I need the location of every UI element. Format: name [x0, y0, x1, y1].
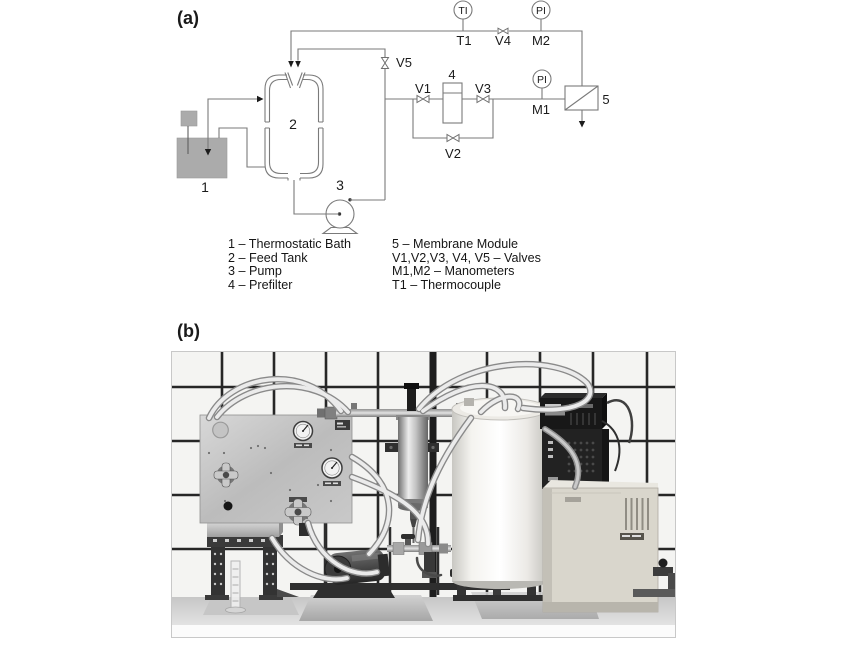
bench-rail	[290, 583, 510, 590]
bath-piping	[207, 98, 265, 168]
angle-iron-stand	[205, 535, 299, 600]
bench-clamp	[633, 558, 676, 597]
flow-arrow	[288, 61, 294, 68]
legend-item-2: 2 – Feed Tank	[228, 250, 308, 265]
label-m2: M2	[532, 33, 550, 48]
label-3: 3	[336, 177, 344, 193]
legend-column-right: 5 – Membrane Module V1,V2,V3, V4, V5 – V…	[392, 237, 541, 293]
apparatus-photo	[171, 351, 676, 638]
white-tank	[450, 397, 552, 601]
tank-funnel	[284, 72, 306, 89]
flow-arrow	[578, 121, 586, 128]
label-v2: V2	[445, 146, 461, 161]
legend-item-valves: V1,V2,V3, V4, V5 – Valves	[392, 250, 541, 265]
valve-v3	[476, 94, 490, 104]
valve-handwheel	[213, 462, 239, 488]
thermostatic-bath	[176, 110, 228, 179]
metal-floor-plate	[299, 595, 433, 621]
pressure-indicator-m2	[531, 0, 551, 20]
process-piping	[290, 19, 583, 215]
label-t1: T1	[456, 33, 471, 48]
panel-hole	[212, 421, 229, 439]
valves	[380, 27, 509, 143]
label-2: 2	[289, 116, 297, 132]
housing-body	[398, 417, 428, 501]
pi-bubble-text: PI	[536, 5, 546, 17]
label-5: 5	[602, 92, 609, 107]
instruments: TI PI PI	[453, 0, 552, 89]
black-knob	[223, 501, 233, 511]
flow-arrow	[295, 61, 301, 68]
diagram-labels: T1 V4 M2 M1 V5 V1 V3 V2 4 5 2 1 3	[201, 33, 610, 195]
valve-v2	[446, 133, 460, 143]
valve-v4	[497, 27, 509, 35]
feed-tank	[264, 72, 324, 181]
pressure-indicator-m1	[532, 69, 552, 89]
photo-border	[171, 351, 676, 638]
flow-arrow	[257, 95, 264, 103]
tubing	[205, 360, 594, 583]
label-1: 1	[201, 179, 209, 195]
legend-column-left: 1 – Thermostatic Bath 2 – Feed Tank 3 – …	[228, 237, 351, 293]
label-m1: M1	[532, 102, 550, 117]
stand-base-plate	[203, 598, 299, 615]
valve-v5	[380, 57, 390, 69]
label-v3: V3	[475, 81, 491, 96]
control-panel	[199, 414, 353, 536]
flow-arrow	[204, 149, 212, 156]
legend-item-5: 5 – Membrane Module	[392, 237, 519, 251]
membrane-module	[564, 85, 599, 111]
legend-item-1: 1 – Thermostatic Bath	[228, 237, 351, 251]
panel-screws	[207, 444, 333, 520]
label-4: 4	[448, 67, 455, 82]
label-v4: V4	[495, 33, 511, 48]
thermometer-indicator	[453, 0, 473, 20]
panel-port	[299, 523, 309, 536]
valve-v1	[416, 94, 430, 104]
pump-base	[313, 585, 395, 598]
pump	[321, 198, 359, 235]
ti-bubble-text: TI	[458, 5, 467, 17]
panel-a-label: (a)	[177, 8, 199, 28]
prefilter	[442, 82, 463, 124]
graduated-cylinder	[225, 560, 246, 614]
legend-item-3: 3 – Pump	[228, 264, 282, 279]
pi-bubble-text: PI	[537, 74, 547, 86]
legend-item-manometers: M1,M2 – Manometers	[392, 264, 515, 279]
legend-item-4: 4 – Prefilter	[228, 278, 293, 293]
housing-handle	[407, 387, 416, 411]
label-v5: V5	[396, 55, 412, 70]
pressure-gauge	[292, 420, 314, 448]
process-flow-diagram: TI PI PI T1 V4 M2 M1 V5 V1 V3 V2 4 5 2 1…	[176, 0, 610, 235]
legend-item-thermocouple: T1 – Thermocouple	[392, 278, 501, 293]
panel-b-label: (b)	[177, 321, 200, 341]
brand-label	[335, 420, 350, 430]
label-v1: V1	[415, 81, 431, 96]
valve-handwheel	[284, 497, 312, 526]
pressure-gauge	[321, 457, 343, 486]
